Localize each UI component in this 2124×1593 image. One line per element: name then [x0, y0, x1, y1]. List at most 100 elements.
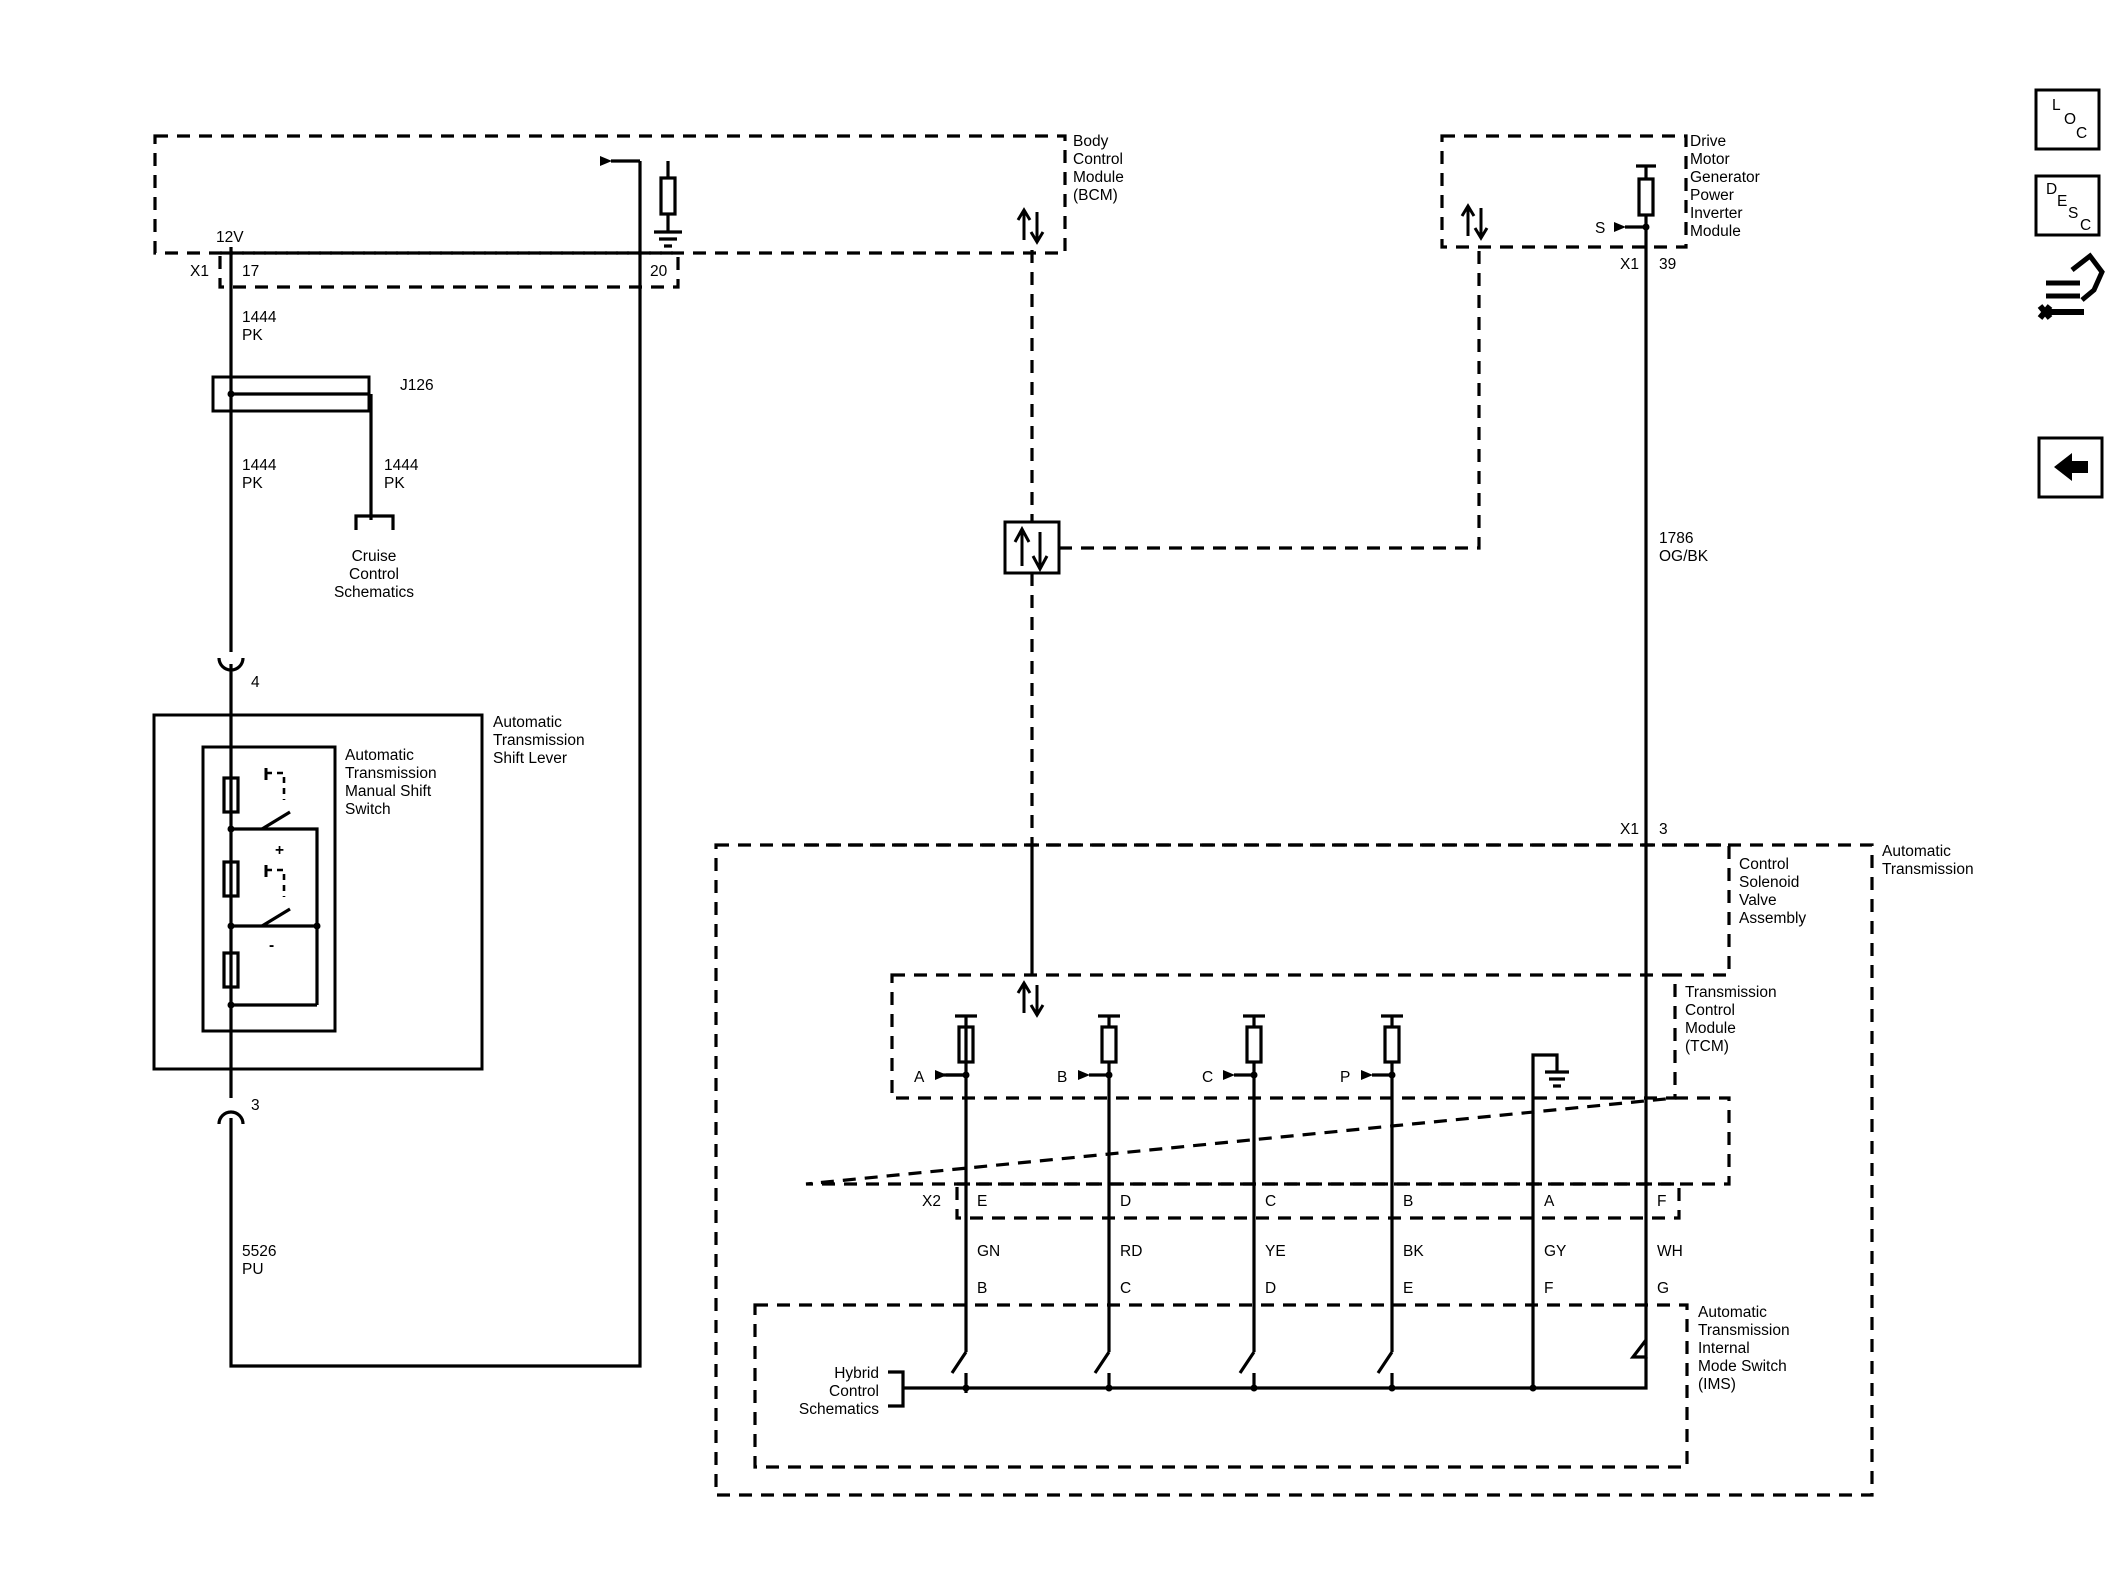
- svg-text:PK: PK: [242, 475, 263, 492]
- svg-text:Transmission: Transmission: [1698, 1322, 1790, 1339]
- wire-5526-pu: [229, 161, 642, 1368]
- svg-text:E: E: [2057, 193, 2067, 210]
- svg-text:Automatic: Automatic: [345, 747, 414, 764]
- shift-switch-bracket-minus: [266, 868, 286, 897]
- serial-data-gateway-box: [1003, 520, 1061, 575]
- desc-button[interactable]: D E S C: [2034, 174, 2101, 237]
- svg-text:A: A: [1544, 1193, 1555, 1210]
- tcm-wire-c: [1238, 1014, 1265, 1374]
- svg-text:3: 3: [251, 1097, 260, 1114]
- svg-text:OG/BK: OG/BK: [1659, 548, 1709, 565]
- svg-text:D: D: [1265, 1280, 1276, 1297]
- svg-text:B: B: [1403, 1193, 1413, 1210]
- label-cruise-control-schematics: Cruise Control Schematics: [334, 548, 414, 601]
- svg-text:Motor: Motor: [1690, 151, 1730, 168]
- svg-text:(BCM): (BCM): [1073, 187, 1118, 204]
- svg-text:4: 4: [251, 674, 260, 691]
- svg-text:E: E: [1403, 1280, 1413, 1297]
- svg-text:GN: GN: [977, 1243, 1000, 1260]
- svg-text:Schematics: Schematics: [334, 584, 414, 601]
- svg-text:Automatic: Automatic: [1698, 1304, 1767, 1321]
- svg-text:B: B: [1057, 1069, 1067, 1086]
- svg-text:1444: 1444: [242, 309, 277, 326]
- svg-text:1444: 1444: [242, 457, 277, 474]
- x2-connector-box: [955, 1182, 1681, 1220]
- svg-text:PK: PK: [384, 475, 405, 492]
- pin-labels: 12V X1 17 20 S X1 39 J126 4 3 X1 3 X2 + …: [190, 220, 1676, 1210]
- svg-text:Mode Switch: Mode Switch: [1698, 1358, 1787, 1375]
- shift-switch-bracket-plus: [266, 771, 286, 800]
- wire-1786-og-bk: [1629, 227, 1648, 1359]
- tcm-output-a: [940, 1014, 977, 1352]
- svg-text:Automatic: Automatic: [1882, 843, 1951, 860]
- shift-switch-minus-contact: [261, 907, 291, 928]
- splice-j126-bus: [231, 392, 373, 520]
- svg-text:Module: Module: [1685, 1020, 1736, 1037]
- svg-text:P: P: [1340, 1069, 1350, 1086]
- loc-button[interactable]: L O C: [2034, 88, 2101, 151]
- svg-text:Drive: Drive: [1690, 133, 1726, 150]
- svg-text:X1: X1: [1620, 821, 1639, 838]
- svg-text:Cruise: Cruise: [352, 548, 397, 565]
- svg-text:Module: Module: [1690, 223, 1741, 240]
- label-shift-lever: Automatic Transmission Shift Lever: [493, 714, 585, 767]
- svg-text:1444: 1444: [384, 457, 419, 474]
- svg-text:3: 3: [1659, 821, 1668, 838]
- svg-text:5526: 5526: [242, 1243, 276, 1260]
- manual-shift-switch-box: [201, 745, 337, 1033]
- back-button[interactable]: [2037, 436, 2104, 499]
- svg-text:S: S: [2068, 205, 2078, 222]
- serial-data-icons: [1013, 203, 1489, 1018]
- svg-text:C: C: [1265, 1193, 1276, 1210]
- shift-switch-circuit: [229, 664, 319, 1098]
- svg-text:Power: Power: [1690, 187, 1734, 204]
- label-bcm: Body Control Module (BCM): [1073, 133, 1124, 204]
- wire-labels: 1444 PK 1444 PK 1444 PK 5526 PU 1786 OG/…: [242, 309, 1709, 1278]
- svg-text:GY: GY: [1544, 1243, 1566, 1260]
- tcm-box: [890, 973, 1677, 1100]
- svg-text:12V: 12V: [216, 229, 244, 246]
- tcm-wire-p: [1376, 1014, 1403, 1374]
- shift-switch-plus-contact: [261, 810, 291, 831]
- svg-text:39: 39: [1659, 256, 1676, 273]
- svg-text:PU: PU: [242, 1261, 264, 1278]
- bcm-box: [153, 134, 1067, 255]
- svg-text:Control: Control: [829, 1383, 879, 1400]
- tcm-wire-b: [1093, 1014, 1120, 1374]
- svg-text:Switch: Switch: [345, 801, 391, 818]
- shift-resistor-2: [222, 860, 240, 898]
- inline-connector-3: [217, 1110, 245, 1125]
- svg-text:Shift Lever: Shift Lever: [493, 750, 567, 767]
- svg-text:Control: Control: [349, 566, 399, 583]
- svg-text:X1: X1: [190, 263, 209, 280]
- svg-text:Module: Module: [1073, 169, 1124, 186]
- dmgpim-resistor: [1637, 177, 1655, 217]
- svg-text:RD: RD: [1120, 1243, 1142, 1260]
- svg-text:Internal: Internal: [1698, 1340, 1750, 1357]
- svg-text:Valve: Valve: [1739, 892, 1777, 909]
- svg-text:Generator: Generator: [1690, 169, 1760, 186]
- tcm-resistor-c: [1245, 1025, 1263, 1064]
- svg-text:+: +: [275, 842, 284, 859]
- hybrid-control-bracket: [888, 1370, 905, 1408]
- svg-text:B: B: [977, 1280, 987, 1297]
- ims-pin-labels: B C D E F G: [977, 1280, 1669, 1297]
- svg-text:D: D: [2046, 181, 2057, 198]
- svg-text:Automatic: Automatic: [493, 714, 562, 731]
- bcm-pullup-resistor: [659, 176, 677, 216]
- svg-text:Transmission: Transmission: [345, 765, 437, 782]
- svg-text:(TCM): (TCM): [1685, 1038, 1729, 1055]
- svg-text:Manual Shift: Manual Shift: [345, 783, 432, 800]
- tools-connector-icon[interactable]: [2037, 252, 2105, 320]
- x2-pin-labels: E D C B A F: [977, 1193, 1666, 1210]
- svg-text:J126: J126: [400, 377, 434, 394]
- svg-text:F: F: [1544, 1280, 1553, 1297]
- shift-resistor-1: [222, 776, 240, 814]
- svg-text:Solenoid: Solenoid: [1739, 874, 1799, 891]
- shift-resistor-3: [222, 951, 240, 989]
- label-dmgpim: Drive Motor Generator Power Inverter Mod…: [1690, 133, 1760, 240]
- dmgpim-box: [1440, 134, 1688, 249]
- ims-switch-drops: [964, 1373, 1394, 1388]
- label-hybrid-control-schematics: Hybrid Control Schematics: [799, 1365, 879, 1418]
